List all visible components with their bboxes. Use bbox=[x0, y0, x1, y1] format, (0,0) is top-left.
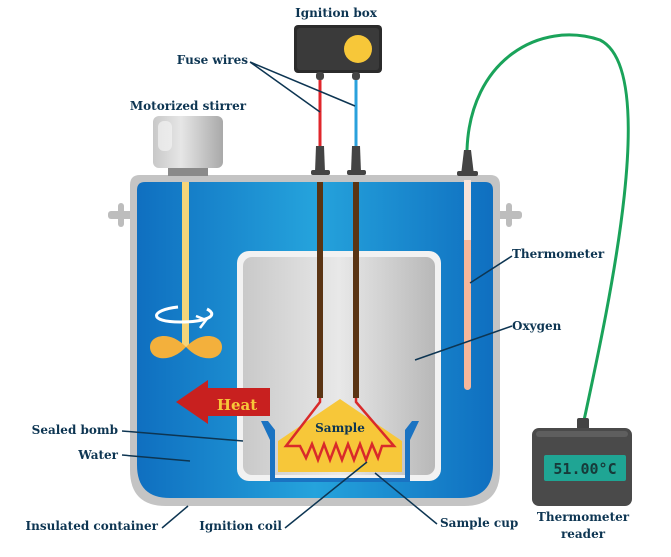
label-thermometer: Thermometer bbox=[512, 247, 605, 261]
label-insulated-container: Insulated container bbox=[26, 519, 159, 533]
label-sample-cup: Sample cup bbox=[440, 516, 518, 530]
rotation-arrow-icon bbox=[155, 305, 214, 329]
propeller bbox=[150, 336, 222, 359]
label-thermometer-reader-line2: reader bbox=[561, 527, 606, 541]
reader-value: 51.00°C bbox=[553, 460, 616, 478]
label-ignition-box: Ignition box bbox=[295, 6, 378, 20]
label-oxygen: Oxygen bbox=[512, 319, 562, 333]
sample-label: Sample bbox=[315, 421, 365, 435]
label-thermometer-reader-line1: Thermometer bbox=[537, 510, 630, 524]
label-water: Water bbox=[77, 448, 118, 462]
heat-label: Heat bbox=[217, 396, 257, 414]
label-sealed-bomb: Sealed bomb bbox=[32, 423, 118, 437]
label-fuse-wires: Fuse wires bbox=[177, 53, 248, 67]
stirrer-shaft bbox=[182, 182, 189, 347]
label-ignition-coil: Ignition coil bbox=[199, 519, 282, 533]
reader-display bbox=[544, 455, 626, 481]
heat-arrow: Heat bbox=[176, 380, 270, 424]
ignition-button[interactable] bbox=[344, 35, 372, 63]
leader-lines bbox=[121, 61, 513, 529]
label-motorized-stirrer: Motorized stirrer bbox=[130, 99, 247, 113]
thermometer-cable bbox=[465, 33, 630, 426]
ignition-coil bbox=[283, 398, 397, 464]
electrode-right bbox=[353, 182, 359, 398]
electrode-left bbox=[317, 182, 323, 398]
